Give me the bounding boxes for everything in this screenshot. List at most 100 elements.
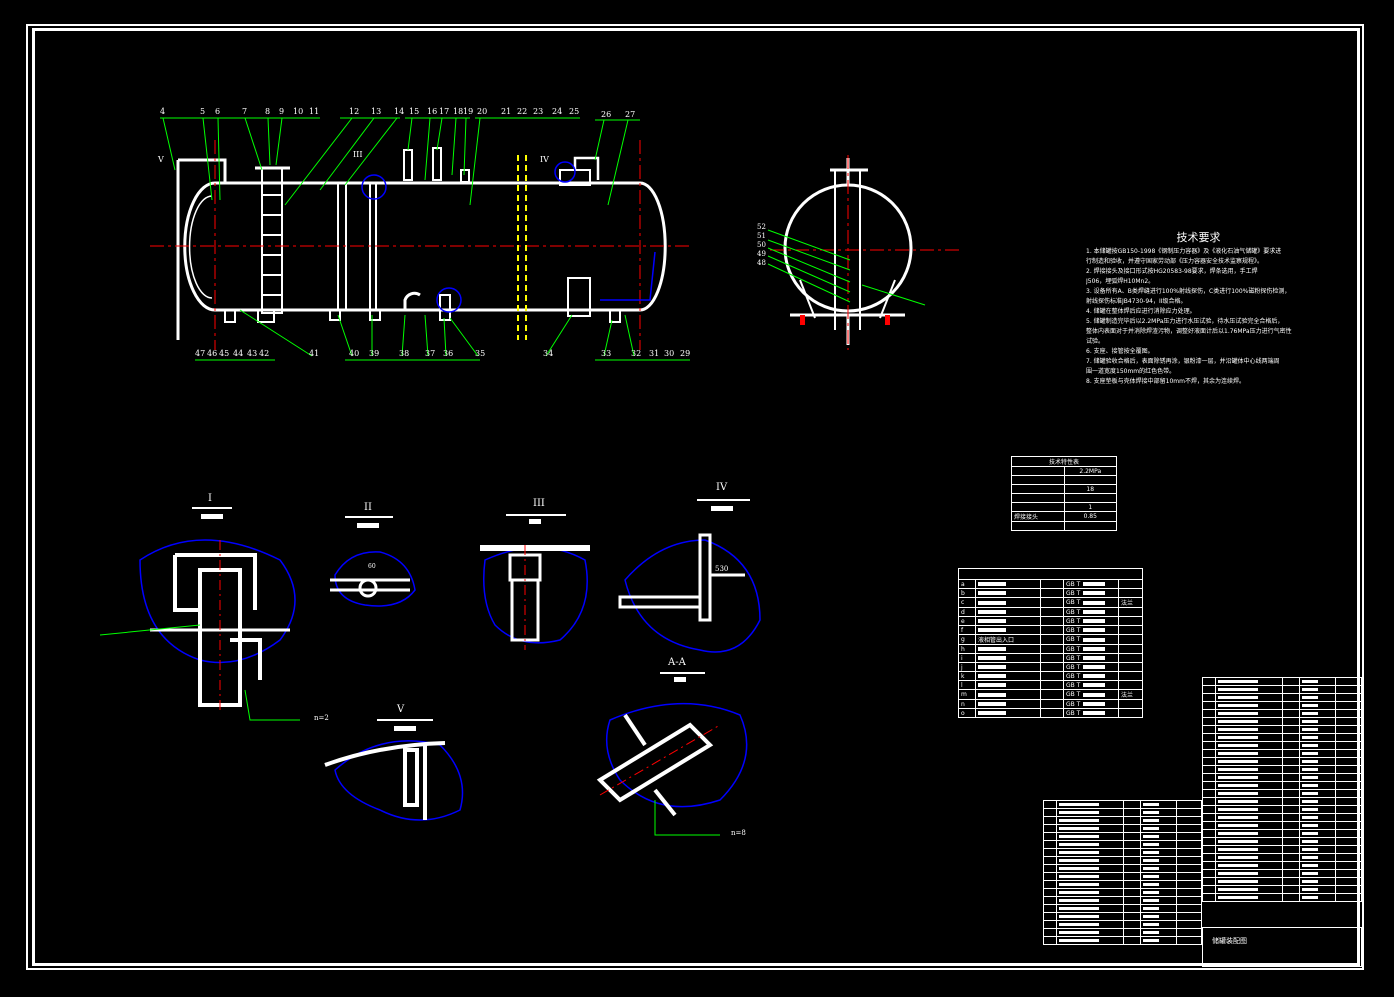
bom-row bbox=[1201, 741, 1362, 750]
nozzle-letter: e bbox=[958, 616, 976, 626]
nozzle-remark bbox=[1118, 644, 1143, 654]
nozzle-standard: GB T bbox=[1066, 672, 1081, 680]
nozzle-remark bbox=[1118, 616, 1143, 626]
title-block bbox=[1202, 927, 1362, 967]
tech-req-line: 试验。 bbox=[1086, 338, 1105, 345]
part-number-bottom: 31 bbox=[649, 349, 660, 358]
detail-label-bars bbox=[192, 499, 750, 731]
bom-row bbox=[1201, 677, 1362, 686]
nozzle-remark bbox=[1118, 662, 1143, 672]
tech-req-line: J506，埋弧焊H10Mn2。 bbox=[1086, 278, 1155, 285]
nozzle-standard: GB T bbox=[1066, 691, 1081, 698]
nozzle-remark bbox=[1118, 653, 1143, 663]
nozzle-standard: GB T bbox=[1066, 681, 1081, 689]
nozzle-letter: o bbox=[958, 708, 976, 718]
nozzle-letter: b bbox=[958, 588, 976, 598]
side-number: 49 bbox=[757, 250, 766, 258]
nozzle-standard: GB T bbox=[1066, 636, 1081, 643]
tech-table-value bbox=[1063, 493, 1117, 503]
part-number-top: 16 bbox=[427, 107, 438, 116]
bom-row bbox=[1201, 885, 1362, 894]
detail-ii bbox=[330, 551, 416, 607]
part-number-bottom: 44 bbox=[233, 349, 244, 358]
bom-row bbox=[1042, 808, 1202, 817]
section-mark-iv: IV bbox=[540, 155, 549, 164]
bom-row bbox=[1201, 773, 1362, 782]
tech-req-line: 3. 设备所有A、B类焊缝进行100%射线探伤，C类进行100%磁粉探伤检测， bbox=[1086, 288, 1291, 295]
bom-table-right bbox=[1201, 677, 1362, 902]
tech-table-param bbox=[1011, 475, 1065, 485]
bom-row bbox=[1042, 816, 1202, 825]
tech-table-value: 1 bbox=[1063, 502, 1117, 512]
bom-row bbox=[1201, 693, 1362, 702]
bom-row bbox=[1042, 848, 1202, 857]
part-number-top: 15 bbox=[409, 107, 420, 116]
part-number-bottom: 35 bbox=[475, 349, 486, 358]
bom-row bbox=[1201, 845, 1362, 854]
part-number-top: 13 bbox=[371, 107, 382, 116]
part-number-top: 27 bbox=[625, 110, 636, 119]
main-centerlines bbox=[150, 140, 690, 350]
bom-row bbox=[1201, 749, 1362, 758]
part-number-bottom: 32 bbox=[631, 349, 642, 358]
bom-row bbox=[1201, 733, 1362, 742]
main-blue-callouts bbox=[361, 161, 656, 313]
part-number-bottom: 29 bbox=[680, 349, 691, 358]
detail-label-v: V bbox=[397, 704, 405, 715]
tech-table-param bbox=[1011, 521, 1065, 531]
bom-row bbox=[1042, 912, 1202, 921]
bom-row bbox=[1201, 837, 1362, 846]
dim-60: 60 bbox=[368, 563, 376, 570]
drawing-inner-frame bbox=[32, 28, 1360, 966]
tech-req-line: 行制造和验收，并遵守国家劳动部《压力容器安全技术监察规程》。 bbox=[1086, 258, 1264, 265]
detail-iii bbox=[480, 545, 590, 650]
drawing-outer-frame bbox=[26, 24, 1364, 970]
bom-row bbox=[1201, 797, 1362, 806]
nozzle-standard: GB T bbox=[1066, 589, 1081, 597]
nozzle-letter: j bbox=[958, 662, 976, 672]
nozzle-remark bbox=[1118, 625, 1143, 635]
title-block-name: 储罐装配图 bbox=[1212, 937, 1247, 945]
bom-row bbox=[1042, 864, 1202, 873]
nozzle-standard: GB T bbox=[1066, 645, 1081, 653]
nozzle-row: b GB T bbox=[958, 588, 1143, 598]
tech-req-line: 8. 支座垫板与壳体焊接中部留10mm不焊，其余为连续焊。 bbox=[1086, 378, 1245, 385]
bom-row bbox=[1201, 813, 1362, 822]
tech-table-value bbox=[1063, 521, 1117, 531]
bom-row bbox=[1042, 856, 1202, 865]
part-number-top: 7 bbox=[242, 107, 248, 116]
bom-row bbox=[1042, 840, 1202, 849]
nozzle-letter: a bbox=[958, 579, 976, 589]
part-number-top: 12 bbox=[349, 107, 360, 116]
bom-row bbox=[1042, 896, 1202, 905]
part-number-top: 8 bbox=[265, 107, 271, 116]
bom-row bbox=[1042, 928, 1202, 937]
bom-row bbox=[1042, 880, 1202, 889]
part-number-bottom: 38 bbox=[399, 349, 410, 358]
detail-label-ii: II bbox=[364, 502, 372, 513]
part-number-bottom: 47 bbox=[195, 349, 206, 358]
nozzle-description: 液相管出入口 bbox=[975, 634, 1041, 645]
nozzle-letter: h bbox=[958, 644, 976, 654]
part-number-bottom: 36 bbox=[443, 349, 454, 358]
part-number-bottom: 30 bbox=[664, 349, 675, 358]
bom-row bbox=[1201, 757, 1362, 766]
tech-table-header: 技术特性表 bbox=[1011, 456, 1117, 467]
bom-row bbox=[1201, 685, 1362, 694]
tech-req-line: 1. 本储罐按GB150-1998《钢制压力容器》及《液化石油气储罐》要求进 bbox=[1086, 248, 1282, 255]
tech-table-param: 焊接接头 bbox=[1011, 511, 1065, 522]
bom-row bbox=[1201, 701, 1362, 710]
tech-req-line: 整体内表面对于并消除焊渣污物，调整好液面计后以1.76MPa压力进行气密性 bbox=[1086, 328, 1292, 335]
tech-table-param bbox=[1011, 502, 1065, 512]
side-number: 50 bbox=[757, 241, 766, 249]
detail-a-a bbox=[596, 702, 748, 836]
bom-table-left bbox=[1042, 800, 1202, 945]
tech-req-lines: 1. 本储罐按GB150-1998《钢制压力容器》及《液化石油气储罐》要求进行制… bbox=[1086, 247, 1311, 387]
part-number-bottom: 33 bbox=[601, 349, 612, 358]
nozzle-standard: GB T bbox=[1066, 626, 1081, 634]
